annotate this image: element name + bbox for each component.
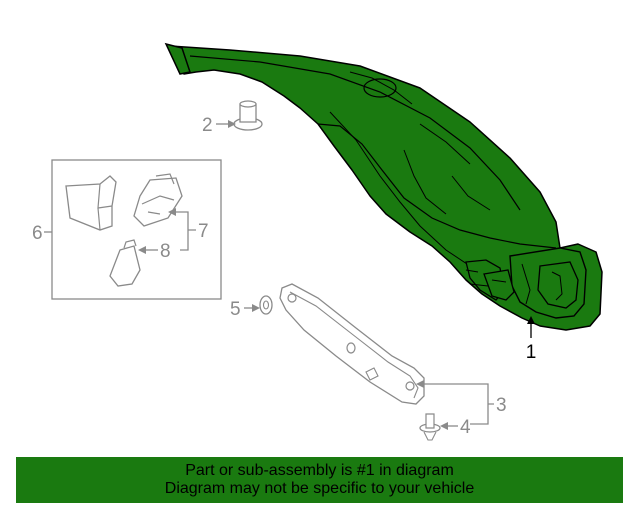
callout-5-label: 5 (230, 299, 241, 320)
callout-5[interactable]: 5 (230, 299, 260, 320)
part-2-nut[interactable] (233, 100, 263, 131)
callout-7-arrow (168, 208, 176, 216)
part-1-socket-detail (521, 263, 563, 305)
part-4-legs (423, 431, 437, 441)
callout-7-bracket (176, 211, 196, 251)
callout-3-bracket (424, 383, 494, 425)
part-8-base (123, 239, 137, 249)
part-4-clip[interactable] (419, 413, 441, 441)
callout-5-arrow (252, 304, 260, 312)
callout-8-label: 8 (160, 241, 171, 262)
part-3-hole-3 (405, 381, 415, 391)
callout-2[interactable]: 2 (202, 115, 236, 136)
part-1-socket-ring (537, 261, 579, 309)
part-7-shape (133, 177, 183, 227)
part-3-hole-1 (287, 293, 297, 303)
part-1-ridge (189, 55, 521, 211)
callout-3-label: 3 (496, 395, 507, 416)
part-7-socket[interactable] (133, 173, 183, 227)
callout-1-label: 1 (526, 342, 537, 363)
part-1-mount-tab-2 (483, 269, 515, 301)
part-3-hole-2 (346, 342, 356, 354)
part-5-inner (262, 300, 270, 310)
part-1-ridge-2 (349, 71, 471, 165)
part-5-outer (259, 295, 273, 315)
callout-4[interactable]: 4 (440, 417, 471, 438)
callout-4-label: 4 (460, 417, 471, 438)
callout-3[interactable]: 3 (416, 380, 507, 425)
part-6-shape (65, 175, 117, 231)
banner-line-2: Diagram may not be specific to your vehi… (164, 480, 475, 497)
part-6-bracket[interactable] (65, 175, 117, 231)
part-1-socket (509, 247, 587, 319)
callout-7[interactable]: 7 (168, 208, 209, 251)
callout-6[interactable]: 6 (32, 223, 52, 244)
part-3-inner-edge (289, 291, 419, 399)
callout-2-label: 2 (202, 115, 213, 136)
callout-8-arrow (138, 246, 146, 254)
part-2-top (239, 100, 257, 108)
callout-4-arrow (440, 422, 448, 430)
part-3-shape (279, 283, 425, 405)
part-1-inner-contour-3 (403, 149, 491, 215)
callout-1[interactable]: 1 (526, 316, 537, 363)
part-1-inner-contour-2 (329, 111, 471, 267)
callout-1-arrow (527, 316, 535, 324)
callout-8[interactable]: 8 (138, 241, 171, 262)
part-8-bulb[interactable] (109, 239, 141, 287)
part-8-shape (109, 245, 141, 287)
callout-6-label: 6 (32, 223, 43, 244)
part-4-stem (425, 413, 435, 429)
banner-line-1: Part or sub-assembly is #1 in diagram (185, 462, 454, 479)
part-1-body (169, 45, 603, 331)
part-7-detail (141, 173, 175, 215)
part-6-edge (97, 183, 113, 231)
part-3-notch (365, 367, 379, 381)
part-1-tab (164, 42, 191, 75)
part-1-mount-lines (465, 269, 507, 287)
part-5-grommet[interactable] (259, 295, 273, 315)
parts-diagram: 1 2 6 7 8 (32, 42, 603, 441)
callout-2-arrow (228, 120, 236, 128)
part-1-boss (363, 78, 397, 98)
part-3-trim-panel[interactable] (279, 283, 425, 405)
kit-box (51, 159, 222, 300)
callout-7-label: 7 (198, 221, 209, 242)
part-1-assembly[interactable] (164, 42, 603, 331)
info-banner: Part or sub-assembly is #1 in diagram Di… (16, 457, 623, 503)
callout-3-arrow (416, 380, 424, 388)
